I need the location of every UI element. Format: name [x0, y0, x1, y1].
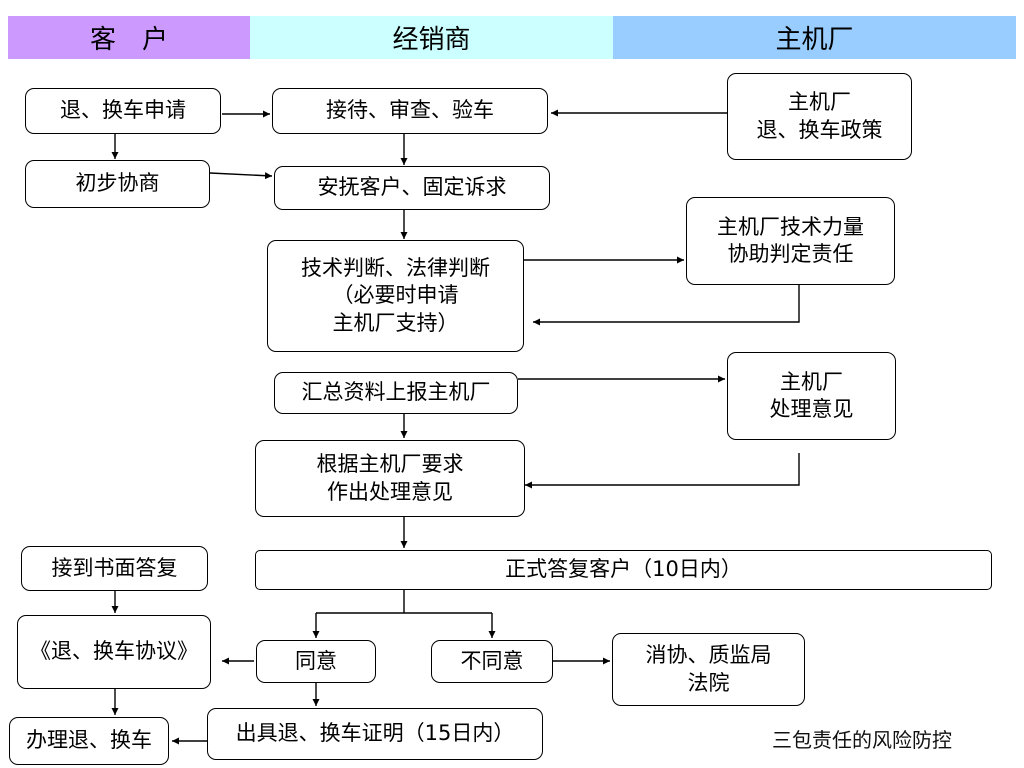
node-oem-opinion: 主机厂 处理意见 [727, 352, 896, 440]
node-oem-policy: 主机厂 退、换车政策 [727, 73, 912, 160]
node-agree: 同意 [256, 640, 376, 683]
lane-customer: 客 户 [8, 16, 250, 59]
node-consumer-association: 消协、质监局 法院 [612, 633, 805, 706]
node-process-return: 办理退、换车 [9, 717, 169, 765]
node-formal-reply: 正式答复客户（10日内） [255, 550, 992, 590]
node-return-request: 退、换车申请 [25, 88, 221, 134]
node-agreement: 《退、换车协议》 [17, 615, 211, 689]
edge-opinion-to-handle [525, 453, 800, 489]
node-technical-legal-judgment: 技术判断、法律判断 （必要时申请 主机厂支持） [267, 240, 524, 352]
lane-dealer: 经销商 [250, 16, 613, 59]
node-disagree: 不同意 [431, 640, 553, 683]
node-report-to-oem: 汇总资料上报主机厂 [274, 372, 518, 414]
node-handle-per-oem: 根据主机厂要求 作出处理意见 [255, 440, 525, 517]
node-appease-customer: 安抚客户、固定诉求 [274, 166, 550, 210]
lane-manufacturer: 主机厂 [613, 16, 1016, 59]
edge-techsupport-to-judgment [533, 285, 800, 326]
footer-caption: 三包责任的风险防控 [772, 728, 952, 752]
node-issue-certificate: 出具退、换车证明（15日内） [207, 708, 543, 760]
node-initial-negotiation: 初步协商 [25, 160, 210, 208]
node-oem-technical-support: 主机厂技术力量 协助判定责任 [686, 197, 895, 285]
node-reception-inspection: 接待、审查、验车 [272, 88, 548, 134]
edge-negotiation-to-appease [209, 172, 273, 180]
node-written-reply-received: 接到书面答复 [21, 546, 208, 591]
